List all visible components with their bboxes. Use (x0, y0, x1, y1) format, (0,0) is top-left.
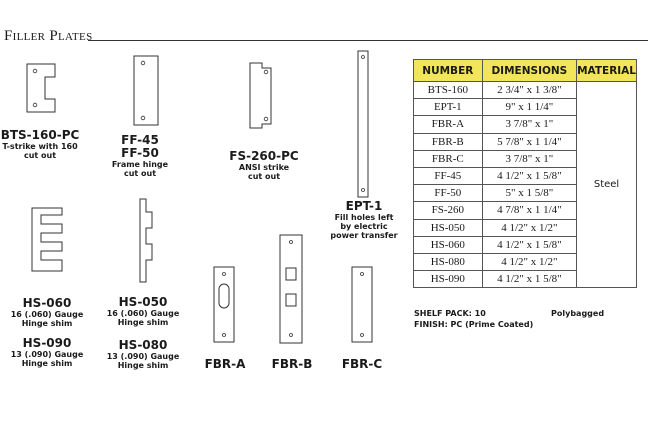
cell-dimensions: 5" x 1 5/8" (481, 184, 578, 203)
hs-080-name: HS-080 (118, 338, 168, 352)
hs-060-desc2: Hinge shim (21, 319, 73, 328)
ept-1-drawing (357, 50, 369, 198)
ff-desc: Frame hinge (111, 160, 169, 169)
fbr-a-drawing (213, 266, 235, 343)
cell-dimensions: 4 1/2" x 1 5/8" (481, 270, 578, 289)
cell-number: FBR-C (413, 149, 483, 168)
cell-dimensions: 3 7/8" x 1" (481, 149, 578, 168)
fs-260-label: FS-260-PC ANSI strike cut out (219, 149, 309, 182)
bts-160-drawing (26, 63, 56, 113)
hs-080-desc: 13 (.090) Gauge (106, 352, 180, 361)
hs-090-label: HS-090 13 (.090) Gauge Hinge shim (2, 336, 92, 369)
cell-number: HS-050 (413, 218, 483, 237)
hs-090-desc: 13 (.090) Gauge (10, 350, 84, 359)
fbr-a-label: FBR-A (195, 358, 255, 371)
cell-dimensions: 4 1/2" x 1 5/8" (481, 235, 578, 254)
cell-dimensions: 9" x 1 1/4" (481, 98, 578, 117)
cell-number: FBR-A (413, 115, 483, 134)
hs-090-desc2: Hinge shim (21, 359, 73, 368)
finish-text: FINISH: PC (Prime Coated) (414, 320, 534, 329)
fbr-c-label: FBR-C (332, 358, 392, 371)
fs-260-desc2: cut out (247, 172, 281, 181)
shelf-pack-text: SHELF PACK: 10 (414, 309, 486, 318)
fs-260-drawing (249, 62, 272, 129)
cell-number: FBR-B (413, 132, 483, 151)
hs-050-label: HS-050 16 (.060) Gauge Hinge shim (98, 295, 188, 328)
cell-dimensions: 5 7/8" x 1 1/4" (481, 132, 578, 151)
cell-dimensions: 4 1/2" x 1 5/8" (481, 166, 578, 186)
ept-1-desc3: power transfer (330, 231, 398, 240)
ept-1-label: EPT-1 Fill holes left by electric power … (322, 199, 406, 241)
column-header-dimensions: DIMENSIONS (481, 59, 578, 82)
hs-050-drawing (139, 198, 153, 283)
cell-number: FF-45 (413, 166, 483, 186)
ff-45-name: FF-45 (121, 133, 159, 147)
cell-number: HS-060 (413, 235, 483, 254)
cell-number: HS-090 (413, 270, 483, 289)
bts-160-desc2: cut out (23, 151, 57, 160)
hs-050-desc2: Hinge shim (117, 318, 169, 327)
title-divider (88, 40, 648, 41)
ept-1-desc: Fill holes left (334, 213, 394, 222)
ff-label: FF-45 FF-50 Frame hinge cut out (100, 133, 180, 179)
cell-material: Steel (576, 80, 637, 289)
polybagged-text: Polybagged (551, 309, 605, 318)
section-title: Filler Plates (4, 28, 93, 44)
fs-260-desc: ANSI strike (238, 163, 290, 172)
cell-number: FF-50 (413, 184, 483, 203)
ept-1-name: EPT-1 (345, 199, 383, 213)
hs-060-desc: 16 (.060) Gauge (10, 310, 84, 319)
ff-drawing (133, 55, 159, 126)
bts-160-label: BTS-160-PC T-strike with 160 cut out (0, 128, 80, 161)
hs-060-drawing (31, 207, 63, 272)
ept-1-desc2: by electric (340, 222, 388, 231)
hs-050-desc: 16 (.060) Gauge (106, 309, 180, 318)
fs-260-name: FS-260-PC (229, 149, 299, 163)
hs-090-name: HS-090 (22, 336, 72, 350)
hs-050-name: HS-050 (118, 295, 168, 309)
cell-dimensions: 2 3/4" x 1 3/8" (481, 80, 578, 100)
fbr-b-label: FBR-B (262, 358, 322, 371)
cell-number: EPT-1 (413, 98, 483, 117)
fbr-a-name: FBR-A (204, 357, 246, 371)
fbr-c-name: FBR-C (341, 357, 383, 371)
cell-number: HS-080 (413, 252, 483, 272)
hs-080-label: HS-080 13 (.090) Gauge Hinge shim (98, 338, 188, 371)
hs-060-label: HS-060 16 (.060) Gauge Hinge shim (2, 296, 92, 329)
fbr-b-drawing (279, 234, 303, 344)
cell-number: BTS-160 (413, 80, 483, 100)
cell-dimensions: 4 7/8" x 1 1/4" (481, 201, 578, 220)
bts-160-name: BTS-160-PC (0, 128, 80, 142)
cell-dimensions: 4 1/2" x 1/2" (481, 218, 578, 237)
ff-50-name: FF-50 (121, 146, 159, 160)
cell-number: FS-260 (413, 201, 483, 220)
column-header-material: MATERIAL (576, 59, 637, 82)
cell-dimensions: 3 7/8" x 1" (481, 115, 578, 134)
hs-080-desc2: Hinge shim (117, 361, 169, 370)
ff-desc2: cut out (123, 169, 157, 178)
fbr-c-drawing (351, 266, 373, 343)
column-header-number: NUMBER (413, 59, 483, 82)
fbr-b-name: FBR-B (271, 357, 313, 371)
cell-dimensions: 4 1/2" x 1/2" (481, 252, 578, 272)
table-header-row: NUMBER DIMENSIONS MATERIAL (413, 59, 637, 82)
hs-060-name: HS-060 (22, 296, 72, 310)
bts-160-desc: T-strike with 160 (2, 142, 78, 151)
